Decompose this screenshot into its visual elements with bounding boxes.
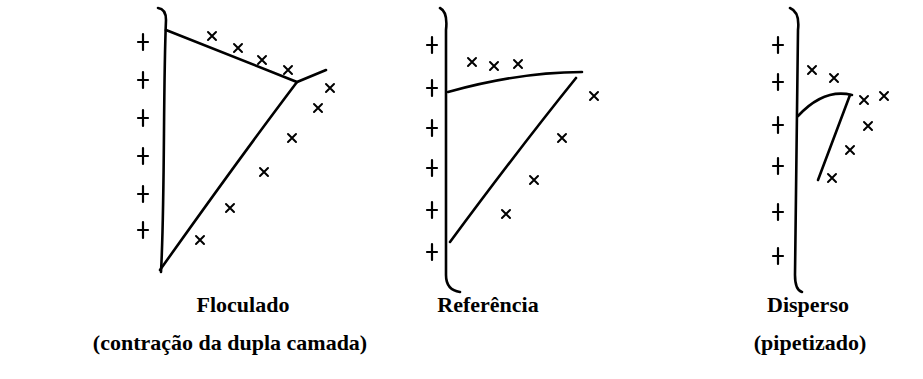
negative-charges <box>808 66 888 182</box>
figure-caption: Floculado <box>197 292 290 318</box>
figure-caption: (contração da dupla camada) <box>93 330 367 356</box>
figure-caption: Referência <box>437 292 538 318</box>
negative-charges <box>468 58 598 218</box>
dispersed-particle <box>790 8 852 292</box>
positive-charges <box>427 37 437 260</box>
positive-charges <box>773 37 783 264</box>
negative-charges <box>196 32 334 244</box>
positive-charges <box>138 34 148 238</box>
figure-caption: (pipetizado) <box>754 330 866 356</box>
reference-particle <box>440 8 582 292</box>
flocculated-particle <box>158 8 326 272</box>
figure-caption: Disperso <box>767 292 849 318</box>
